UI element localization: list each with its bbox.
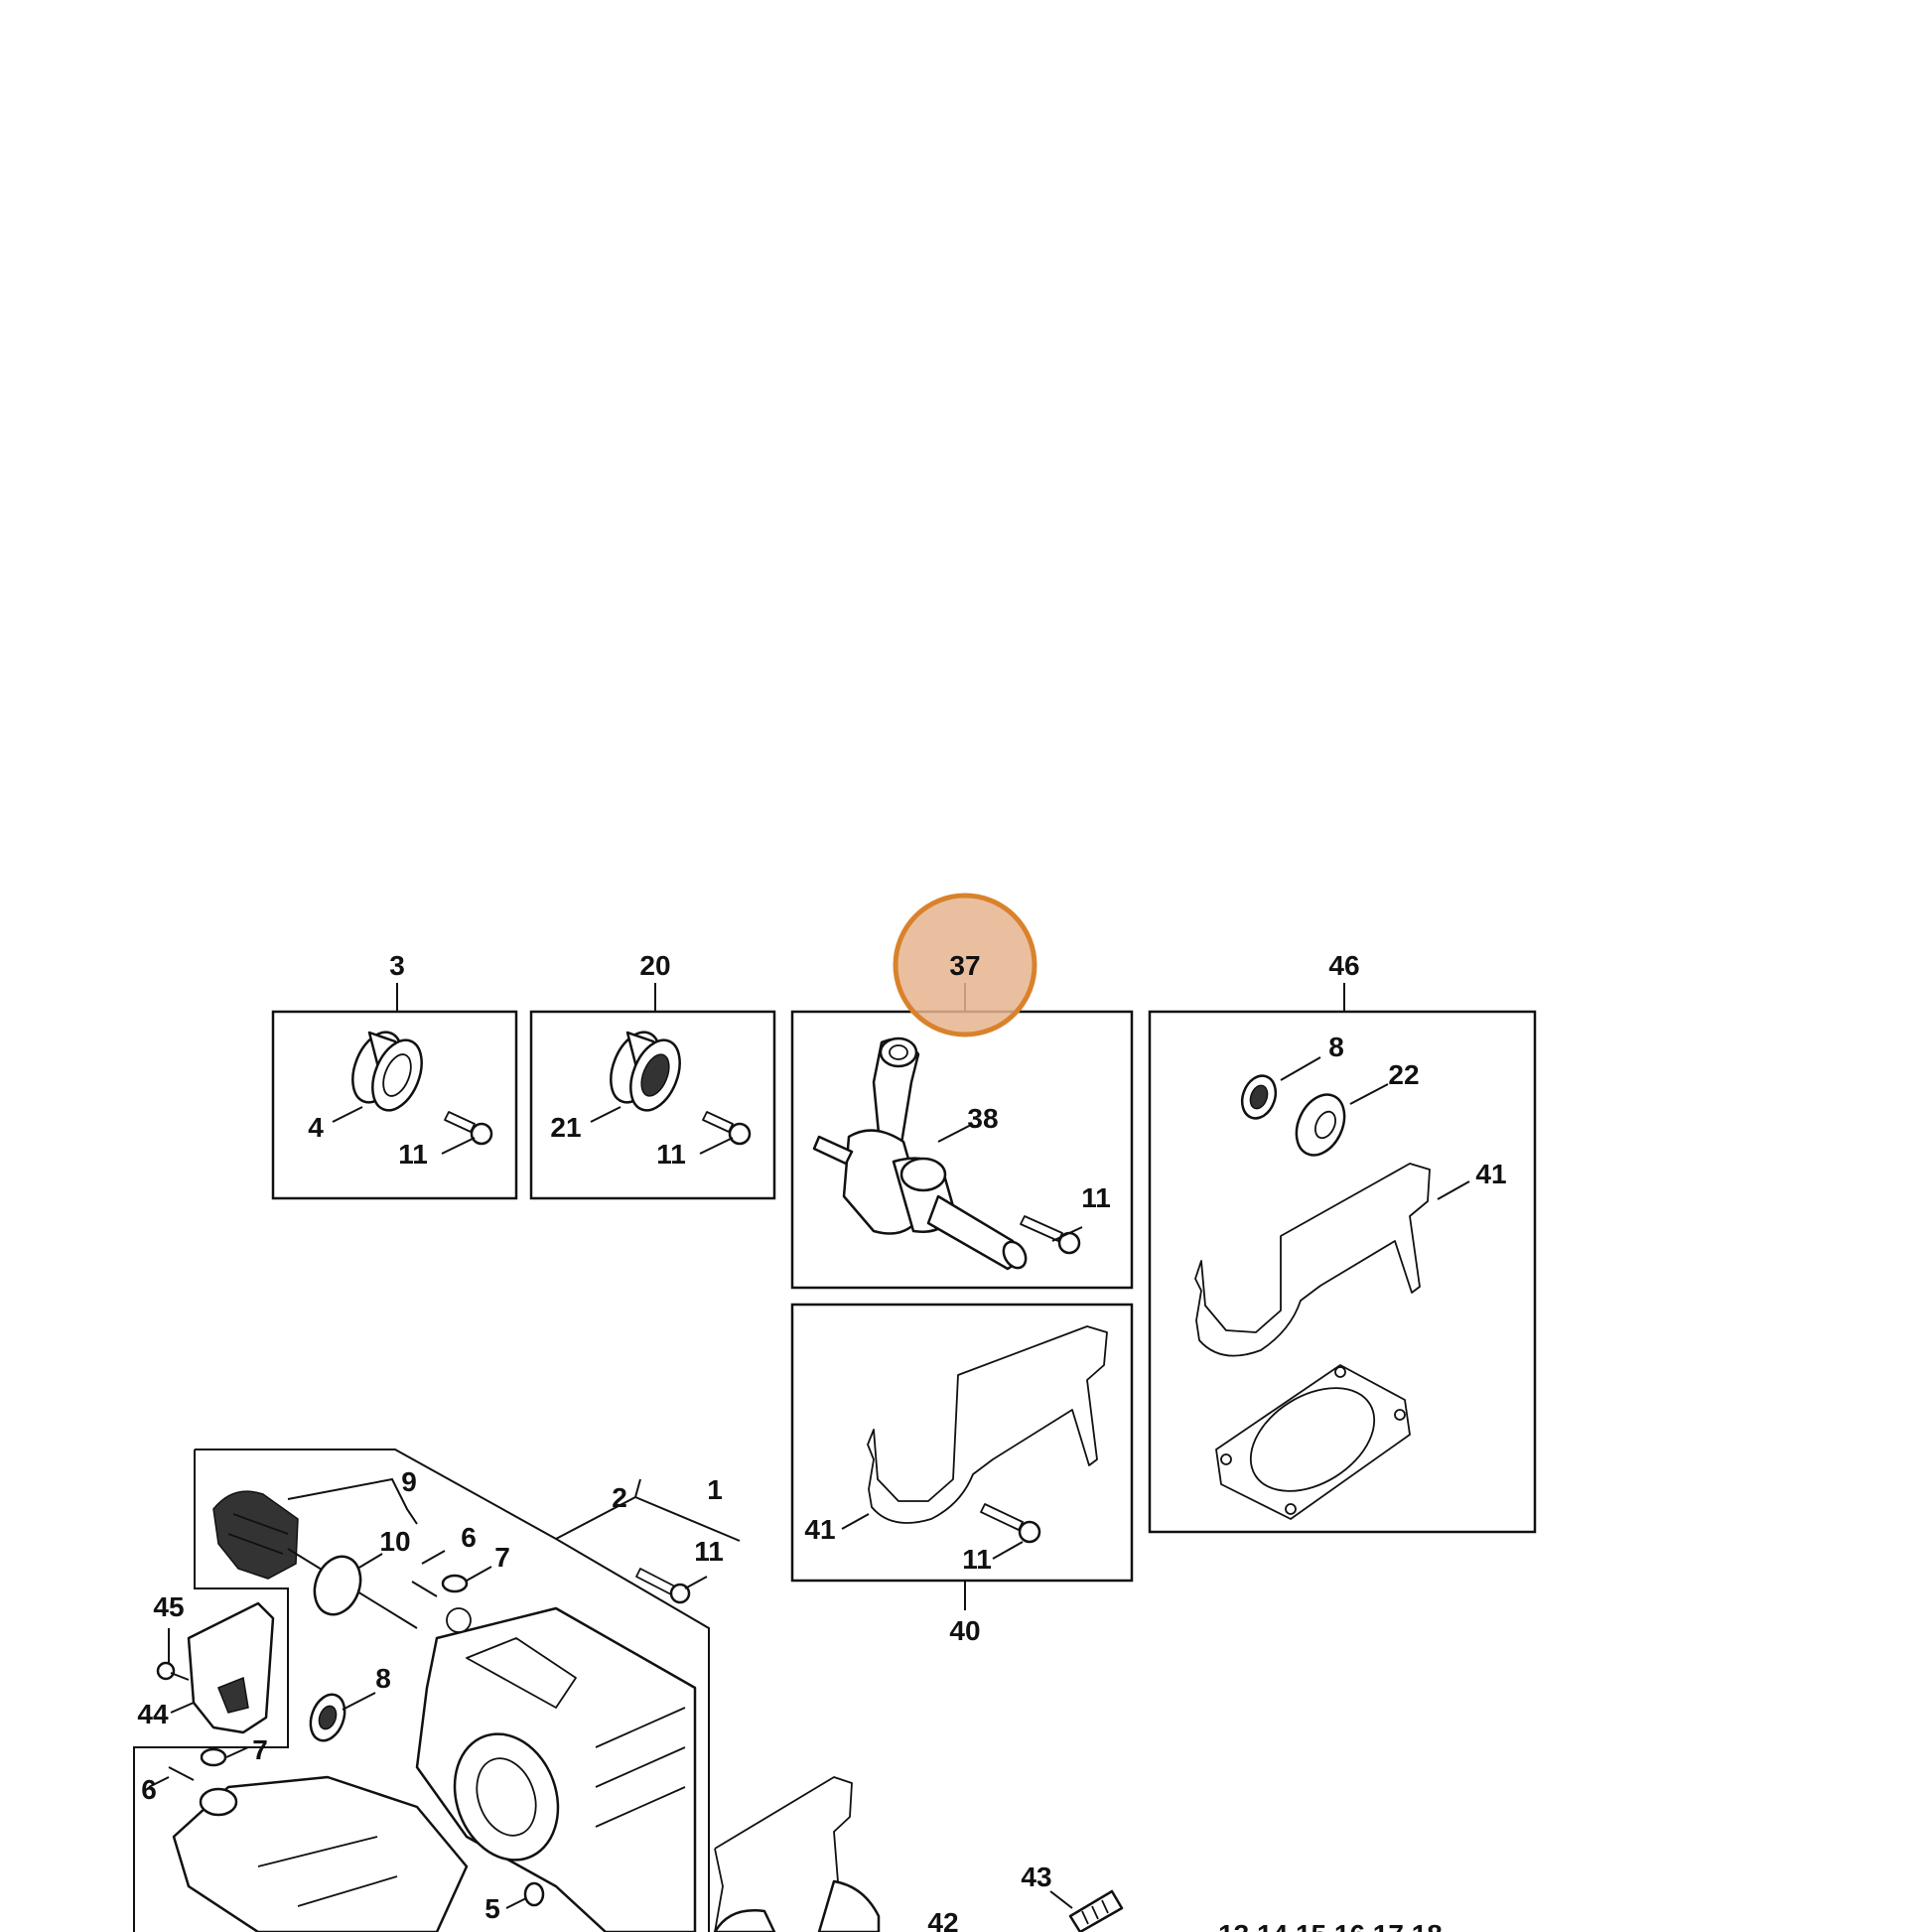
label-part-41-a[interactable]: 41 (1475, 1159, 1506, 1189)
screw-45[interactable] (156, 1661, 190, 1681)
label-part-43[interactable]: 43 (1021, 1862, 1051, 1892)
label-part-6-b[interactable]: 6 (141, 1774, 157, 1805)
label-part-38[interactable]: 38 (967, 1103, 998, 1134)
ball-bearing-21[interactable] (602, 1025, 690, 1117)
screw-11-e[interactable] (635, 1568, 691, 1604)
ball-bearing-4[interactable] (344, 1025, 432, 1117)
label-part-21[interactable]: 21 (550, 1112, 581, 1143)
kit-box-40[interactable] (790, 1303, 1134, 1583)
screw-11-d[interactable] (980, 1503, 1041, 1544)
label-part-7-b[interactable]: 7 (252, 1734, 268, 1765)
washer-7-a[interactable] (441, 1574, 469, 1593)
label-part-11-a[interactable]: 11 (398, 1139, 428, 1170)
label-kit-40[interactable]: 40 (949, 1615, 980, 1646)
oil-seal-8-b[interactable] (305, 1690, 350, 1745)
label-part-1[interactable]: 1 (707, 1474, 723, 1505)
pin-6-a[interactable] (411, 1581, 438, 1597)
label-part-2[interactable]: 2 (612, 1482, 627, 1513)
pin-6-b[interactable] (168, 1766, 195, 1781)
plug-5[interactable] (523, 1881, 545, 1907)
label-part-11-c[interactable]: 11 (1081, 1182, 1111, 1213)
kit-box-20[interactable] (529, 1010, 776, 1200)
gasket-lower[interactable] (714, 1776, 853, 1932)
label-part-4[interactable]: 4 (308, 1112, 324, 1143)
label-part-10[interactable]: 10 (379, 1526, 410, 1557)
washer-7-b[interactable] (200, 1747, 227, 1767)
cylinder-gasket[interactable] (1215, 1364, 1411, 1520)
label-part-45[interactable]: 45 (153, 1591, 184, 1622)
label-part-22[interactable]: 22 (1388, 1059, 1419, 1090)
oil-seal-8[interactable] (1236, 1071, 1281, 1123)
decompression-valve-43[interactable] (1068, 1889, 1124, 1932)
label-kit-20[interactable]: 20 (639, 950, 670, 981)
kit-box-3[interactable] (271, 1010, 518, 1200)
label-part-42[interactable]: 42 (927, 1907, 958, 1932)
highlight-marker (893, 893, 1037, 1037)
label-kit-3[interactable]: 3 (389, 950, 405, 981)
label-part-11-b[interactable]: 11 (656, 1139, 686, 1170)
label-kit-46[interactable]: 46 (1328, 950, 1359, 981)
label-part-41-b[interactable]: 41 (804, 1514, 835, 1545)
label-part-7-a[interactable]: 7 (494, 1542, 510, 1573)
kit-box-46[interactable] (1148, 1010, 1537, 1534)
connecting-part-42[interactable] (713, 1879, 881, 1932)
label-part-11-e[interactable]: 11 (694, 1536, 724, 1567)
oil-pump-9[interactable] (212, 1490, 418, 1629)
label-part-11-d[interactable]: 11 (962, 1544, 992, 1575)
gasket-41-b[interactable] (867, 1325, 1108, 1524)
label-part-8-a[interactable]: 8 (1328, 1032, 1344, 1062)
chain-cover-44[interactable] (187, 1601, 275, 1734)
label-part-8-b[interactable]: 8 (375, 1663, 391, 1694)
screw-11-a[interactable] (444, 1111, 493, 1146)
washer-22[interactable] (1288, 1087, 1354, 1164)
label-part-44[interactable]: 44 (137, 1699, 169, 1729)
crankcase-2[interactable] (415, 1606, 697, 1932)
label-part-6-a[interactable]: 6 (461, 1522, 477, 1553)
gasket-41-a[interactable] (1194, 1163, 1431, 1357)
o-ring-10[interactable] (307, 1550, 368, 1620)
label-part-5[interactable]: 5 (484, 1893, 500, 1924)
screw-11-b[interactable] (702, 1111, 752, 1146)
crankcase-half[interactable] (172, 1775, 469, 1932)
label-part-series[interactable]: 13 14 15 16 17 18 (1218, 1919, 1443, 1932)
label-kit-37[interactable]: 37 (949, 950, 980, 981)
label-part-9[interactable]: 9 (401, 1466, 417, 1497)
crankshaft-38[interactable] (812, 1036, 1031, 1272)
screw-11-c[interactable] (1020, 1215, 1081, 1255)
